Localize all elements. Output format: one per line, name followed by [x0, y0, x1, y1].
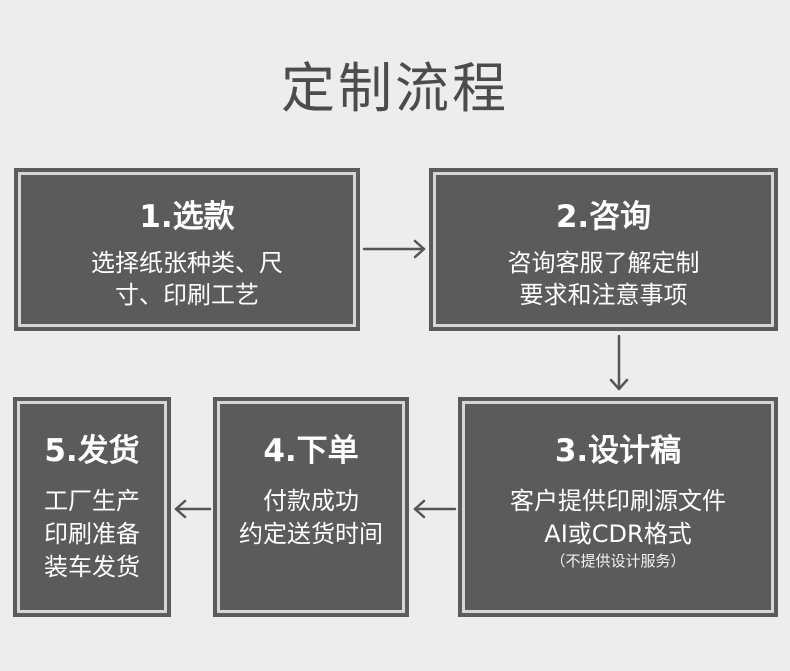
step-1-desc-line-2: 寸、印刷工艺	[115, 281, 259, 309]
step-2-title: 2.咨询	[555, 199, 652, 235]
step-2-desc-line-2: 要求和注意事项	[519, 281, 688, 309]
step-2-desc-line-1: 咨询客服了解定制	[507, 249, 700, 277]
step-1-desc-line-1: 选择纸张种类、尺	[91, 249, 283, 277]
step-3-title: 3.设计稿	[554, 433, 682, 469]
step-4-box: 4.下单 付款成功 约定送货时间	[213, 397, 409, 617]
page-title: 定制流程	[281, 57, 509, 120]
step-3-note: （不提供设计服务）	[550, 552, 686, 570]
step-5-desc-line-1: 工厂生产	[44, 487, 140, 515]
step-3-box: 3.设计稿 客户提供印刷源文件 AI或CDR格式 （不提供设计服务）	[458, 397, 778, 617]
step-3-desc-line-1: 客户提供印刷源文件	[510, 487, 726, 515]
step-5-desc-line-3: 装车发货	[44, 553, 140, 581]
step-1-title: 1.选款	[139, 199, 235, 235]
step-4-title: 4.下单	[263, 433, 359, 469]
arrow-4-to-5-icon	[174, 499, 212, 519]
step-4-desc-line-1: 付款成功	[263, 487, 359, 515]
step-2-box: 2.咨询 咨询客服了解定制 要求和注意事项	[429, 168, 778, 331]
step-1-box: 1.选款 选择纸张种类、尺 寸、印刷工艺	[14, 168, 360, 331]
step-4-desc-line-2: 约定送货时间	[239, 520, 383, 548]
step-5-desc-line-2: 印刷准备	[44, 520, 140, 548]
step-3-desc-line-2: AI或CDR格式	[544, 520, 692, 548]
arrow-2-to-3-icon	[609, 334, 629, 391]
arrow-1-to-2-icon	[362, 239, 426, 259]
arrow-3-to-4-icon	[413, 499, 457, 519]
step-5-title: 5.发货	[44, 433, 140, 469]
step-5-box: 5.发货 工厂生产 印刷准备 装车发货	[13, 397, 171, 617]
